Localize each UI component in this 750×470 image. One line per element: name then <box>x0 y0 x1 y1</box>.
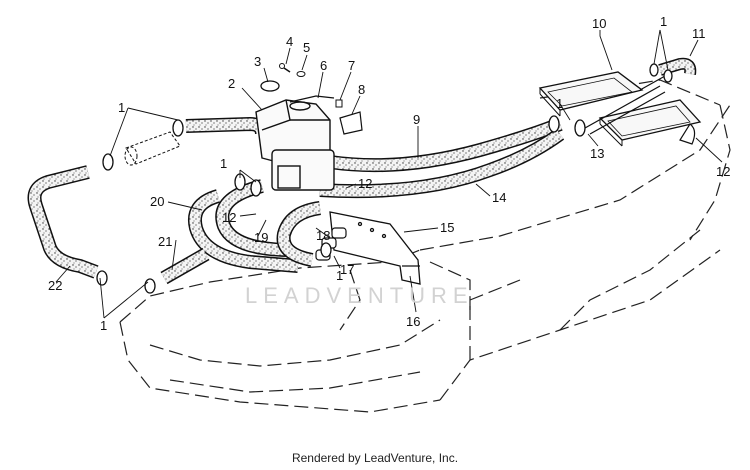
watermark: LEADVENTURE <box>245 283 474 308</box>
callout-20: 20 <box>150 194 164 209</box>
callout-18: 18 <box>316 228 330 243</box>
callout-17: 17 <box>340 262 354 277</box>
callout-2: 2 <box>228 76 235 91</box>
cap-icon <box>260 80 280 92</box>
callout-22: 22 <box>48 278 62 293</box>
callout-1f: 1 <box>336 268 343 283</box>
clamps <box>96 63 673 294</box>
exchanger-tubes <box>584 75 666 135</box>
callout-7: 7 <box>348 58 355 73</box>
callout-12a: 12 <box>358 176 372 191</box>
callout-1e: 1 <box>556 96 563 111</box>
callout-1b: 1 <box>220 156 227 171</box>
chassis-outline <box>119 79 731 413</box>
callout-21: 21 <box>158 234 172 249</box>
screw-icon <box>279 63 306 77</box>
coolant-tank <box>255 99 335 191</box>
callout-labels: 1 1 1 1 1 1 2 3 4 5 6 7 8 9 10 11 12 12 … <box>48 14 730 333</box>
callout-14: 14 <box>492 190 506 205</box>
leader-lines <box>55 29 723 319</box>
callout-11: 11 <box>692 26 706 41</box>
callout-12b: 12 <box>222 210 236 225</box>
callout-15: 15 <box>440 220 454 235</box>
callout-16: 16 <box>406 314 420 329</box>
callout-1d: 1 <box>660 14 667 29</box>
callout-4: 4 <box>286 34 293 49</box>
callout-1c: 1 <box>100 318 107 333</box>
callout-19: 19 <box>254 230 268 245</box>
heat-exchanger-upper <box>538 71 644 117</box>
callout-8: 8 <box>358 82 365 97</box>
callout-6: 6 <box>320 58 327 73</box>
clip-icon <box>289 95 335 103</box>
heat-exchanger-lower <box>598 99 702 147</box>
callout-9: 9 <box>413 112 420 127</box>
callout-10: 10 <box>592 16 606 31</box>
callout-1a: 1 <box>118 100 125 115</box>
callout-3: 3 <box>254 54 261 69</box>
nut-icon <box>335 99 343 108</box>
bracket-icon <box>339 111 363 135</box>
callout-12c: 12 <box>716 164 730 179</box>
callout-13: 13 <box>590 146 604 161</box>
footer-credit: Rendered by LeadVenture, Inc. <box>291 451 459 465</box>
fitting-top-left <box>124 131 181 166</box>
callout-5: 5 <box>303 40 310 55</box>
cap-12-icon <box>679 123 696 145</box>
